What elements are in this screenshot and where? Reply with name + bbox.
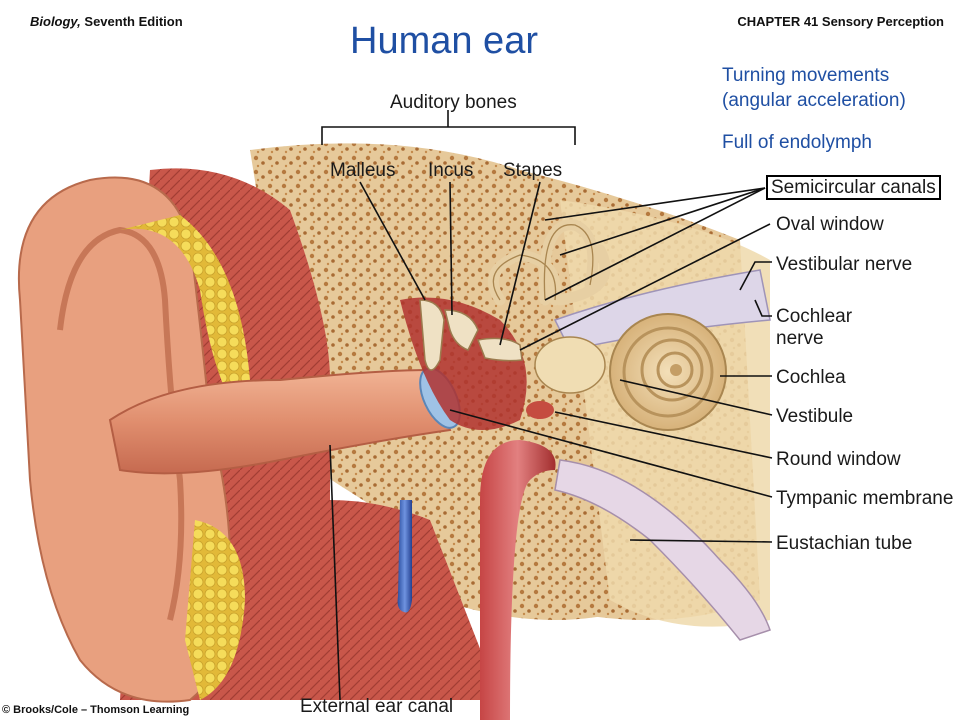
pinna-lobe-fat bbox=[185, 520, 245, 700]
external-canal bbox=[108, 368, 452, 475]
malleus bbox=[419, 299, 445, 371]
copyright-credit: © Brooks/Cole – Thomson Learning bbox=[2, 704, 190, 716]
label-vestibule: Vestibule bbox=[776, 406, 854, 427]
label-stapes: Stapes bbox=[503, 160, 563, 181]
pinna-cartilage bbox=[120, 215, 250, 400]
book-edition: Seventh Edition bbox=[80, 14, 183, 29]
note-angular-acceleration: (angular acceleration) bbox=[722, 90, 906, 111]
label-oval-window: Oval window bbox=[776, 214, 884, 235]
label-auditory-bones: Auditory bones bbox=[390, 92, 517, 113]
pinna-fold bbox=[57, 226, 185, 621]
vestibule bbox=[534, 336, 606, 394]
book-title: Biology, bbox=[30, 14, 81, 29]
vein bbox=[397, 500, 412, 613]
round-window bbox=[526, 401, 554, 419]
label-semicircular-canals: Semicircular canals bbox=[766, 175, 941, 200]
label-external-ear-canal: External ear canal bbox=[300, 696, 454, 717]
slide-title: Human ear bbox=[350, 20, 538, 62]
note-endolymph: Full of endolymph bbox=[722, 132, 872, 153]
label-cochlea: Cochlea bbox=[776, 367, 846, 388]
chapter-header: CHAPTER 41 Sensory Perception bbox=[737, 14, 944, 29]
label-cochlear-nerve-line2: nerve bbox=[776, 328, 824, 349]
label-cochlear-nerve-line1: Cochlear bbox=[776, 306, 853, 327]
leader-lines bbox=[321, 110, 773, 701]
artery bbox=[480, 440, 556, 720]
label-tympanic-membrane: Tympanic membrane bbox=[776, 488, 954, 509]
stapes bbox=[476, 337, 523, 362]
eustachian-tube bbox=[554, 459, 771, 641]
label-vestibular-nerve: Vestibular nerve bbox=[776, 254, 913, 275]
label-round-window: Round window bbox=[776, 449, 901, 470]
book-header: Biology, Seventh Edition bbox=[30, 14, 183, 29]
muscle-lower bbox=[230, 500, 500, 700]
label-eustachian-tube: Eustachian tube bbox=[776, 533, 913, 554]
label-incus: Incus bbox=[428, 160, 474, 181]
incus bbox=[444, 309, 479, 351]
label-malleus: Malleus bbox=[330, 160, 396, 181]
note-turning-movements: Turning movements bbox=[722, 65, 890, 86]
cochlea bbox=[609, 313, 727, 431]
